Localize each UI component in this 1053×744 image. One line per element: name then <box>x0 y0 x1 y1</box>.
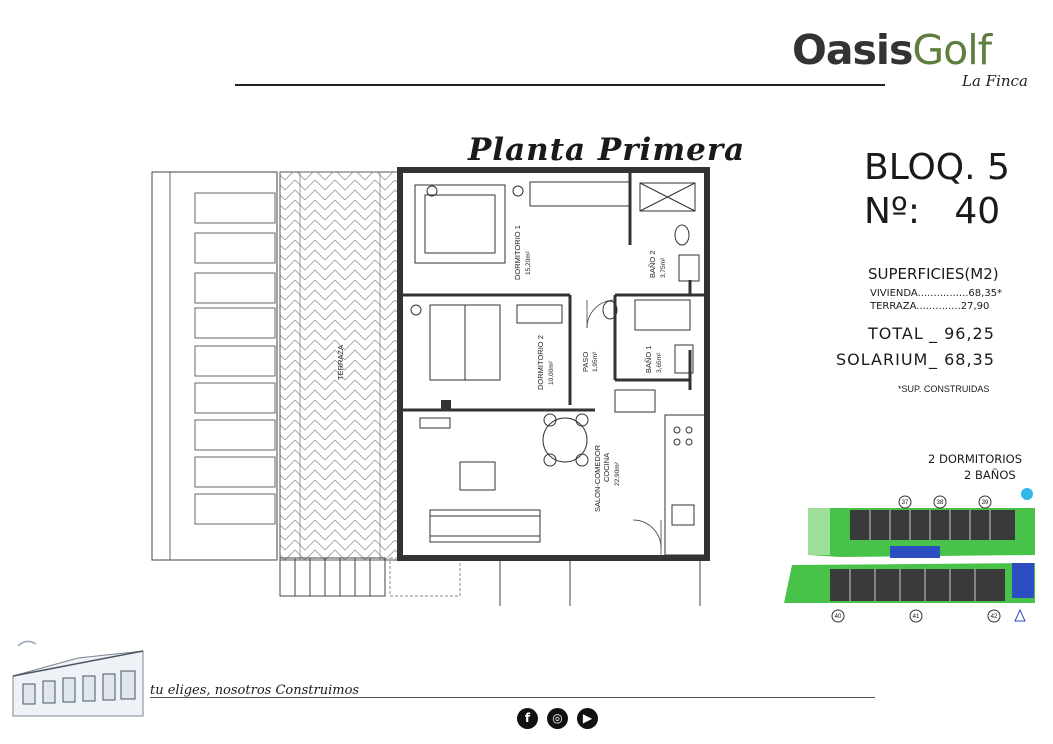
stairs <box>279 557 701 606</box>
feature-banos: 2 BAÑOS <box>964 468 1016 482</box>
pool-2 <box>1012 563 1034 598</box>
surface-solarium-value: _ 68,35 <box>929 350 995 369</box>
surface-total-value: _ 96,25 <box>929 324 995 343</box>
floor-plan: DORMITORIO 1 15,20m² BAÑO 2 3,75m² DORMI… <box>151 167 710 606</box>
feature-dorms: 2 DORMITORIOS <box>928 452 1022 466</box>
building-sketch <box>12 640 144 717</box>
room-d2-area: 10,00m² <box>548 360 555 385</box>
room-b1-area: 3,65m² <box>656 352 663 373</box>
footer-slogan: tu eliges, nosotros Construimos <box>150 683 360 698</box>
room-b1-name: BAÑO 1 <box>644 345 653 373</box>
compass-icon <box>1021 488 1033 500</box>
unit-number-value: 40 <box>954 191 1001 232</box>
surface-solarium-label: SOLARIUM <box>836 350 929 369</box>
room-b2-area: 3,75m² <box>660 257 667 278</box>
room-salon-area: 22,90m² <box>614 461 621 486</box>
plan-title: Planta Primera <box>468 132 746 168</box>
youtube-icon[interactable]: ▶ <box>577 708 598 729</box>
bed-2 <box>410 304 563 381</box>
site-marker-6: 42 <box>991 614 998 620</box>
footer-divider <box>150 697 875 698</box>
bath-1-fixtures <box>602 299 694 374</box>
room-salon-name: SALON-COMEDOR <box>593 444 602 512</box>
site-plan: 37 38 39 40 41 42 <box>784 488 1035 623</box>
doors <box>586 299 662 558</box>
room-paso-name: PASO <box>581 352 590 372</box>
room-paso-area: 1,95m² <box>592 351 599 372</box>
site-marker-1: 37 <box>902 500 909 506</box>
terrace-area <box>279 171 401 561</box>
room-d1-area: 15,20m² <box>525 250 532 275</box>
column <box>441 400 451 410</box>
unit-number: Nº: 40 <box>864 190 1010 234</box>
room-terraza-name: TERRAZA <box>336 345 345 380</box>
room-b2-name: BAÑO 2 <box>648 250 657 278</box>
surfaces-title: SUPERFICIES(M2) <box>868 265 999 283</box>
kitchen <box>614 389 706 556</box>
instagram-icon[interactable]: ◎ <box>547 708 568 729</box>
brand-logo: OasisGolf <box>792 26 992 74</box>
block-info: BLOQ. 5 Nº: 40 <box>864 146 1010 234</box>
living-furniture <box>419 417 541 543</box>
bed-1 <box>414 181 631 264</box>
dining-table <box>542 413 589 467</box>
surface-terraza: TERRAZA..............27,90 <box>870 301 990 312</box>
pool <box>890 546 940 558</box>
features-list: 2 DORMITORIOS 2 BAÑOS <box>928 451 1022 483</box>
site-marker-5: 41 <box>913 614 920 620</box>
surface-total-label: TOTAL <box>868 324 924 343</box>
exterior-walls <box>397 167 710 561</box>
room-salon-sub: COCINA <box>602 453 611 482</box>
pergola <box>151 171 278 561</box>
room-d2-name: DORMITORIO 2 <box>536 335 545 390</box>
site-marker-4: 40 <box>835 614 842 620</box>
surfaces-note: *SUP. CONSTRUIDAS <box>898 384 990 394</box>
site-marker-3: 39 <box>982 500 989 506</box>
north-arrow-icon <box>1014 608 1026 622</box>
interior-walls <box>400 170 705 412</box>
surface-vivienda: VIVIENDA................68,35* <box>870 288 1003 299</box>
bath-2-fixtures <box>639 182 700 282</box>
logo-subtitle: La Finca <box>962 72 1028 90</box>
site-buildings <box>830 510 1015 601</box>
room-d1-name: DORMITORIO 1 <box>513 225 522 280</box>
facebook-icon[interactable]: f <box>517 708 538 729</box>
logo-golf-text: Golf <box>912 26 992 74</box>
logo-oasis-text: Oasis <box>792 26 913 74</box>
unit-number-label: Nº: <box>864 191 921 232</box>
site-marker-2: 38 <box>937 500 944 506</box>
block-label: BLOQ. 5 <box>864 147 1010 188</box>
header-divider <box>235 84 885 86</box>
